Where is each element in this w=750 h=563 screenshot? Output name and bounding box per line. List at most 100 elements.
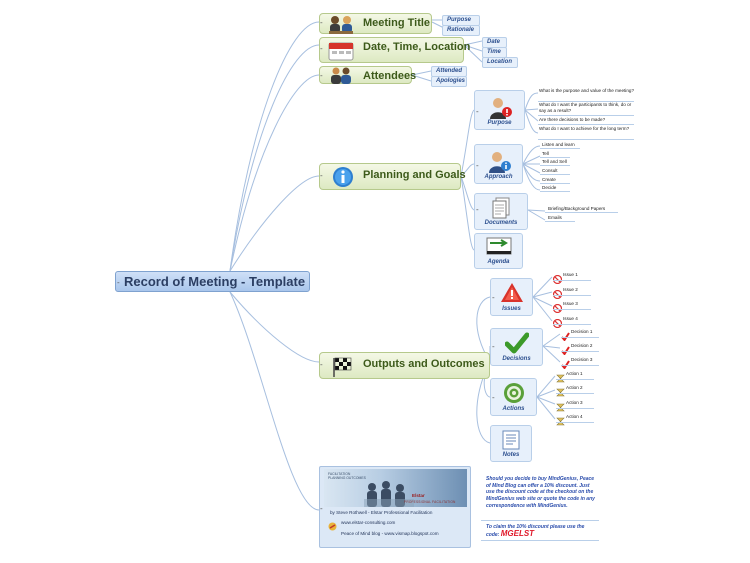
collapse-icon[interactable]: - bbox=[117, 278, 120, 287]
branch-label: Planning and Goals bbox=[363, 169, 466, 181]
issue-item[interactable]: Issue 1 bbox=[563, 272, 578, 277]
attendees-icon bbox=[326, 67, 356, 89]
branch-label: Attendees bbox=[363, 70, 417, 82]
leaf-underline bbox=[556, 407, 594, 409]
leaf-underline bbox=[540, 191, 570, 192]
leaf-underline bbox=[540, 183, 570, 184]
subtopic-approach[interactable]: Approach bbox=[474, 144, 523, 184]
issue-icon bbox=[552, 271, 563, 289]
collapse-icon[interactable]: - bbox=[320, 360, 323, 369]
branch-attendees[interactable]: Attendees bbox=[319, 66, 416, 84]
collapse-icon[interactable]: - bbox=[492, 293, 495, 302]
subtopic-issues[interactable]: Issues bbox=[490, 278, 533, 316]
people-photo bbox=[364, 481, 414, 507]
decision-icon bbox=[561, 328, 570, 346]
website-link[interactable]: www.elstar-consulting.com bbox=[341, 520, 396, 525]
blog-link[interactable]: Peace of Mind blog - www.vismap.blogspot… bbox=[341, 531, 439, 536]
discount-claim: To claim the 10% discount please use the… bbox=[486, 524, 596, 538]
issue-item[interactable]: Issue 3 bbox=[563, 301, 578, 306]
documents-icon bbox=[492, 197, 510, 219]
collapse-icon[interactable]: - bbox=[476, 205, 479, 214]
collapse-icon[interactable]: - bbox=[492, 342, 495, 351]
issue-item[interactable]: Issue 4 bbox=[563, 315, 578, 321]
leaf-underline bbox=[538, 115, 634, 116]
info-icon bbox=[326, 166, 356, 188]
tag-location[interactable]: Location bbox=[482, 57, 518, 68]
leaf-underline bbox=[556, 379, 594, 380]
collapse-icon[interactable]: - bbox=[320, 44, 323, 53]
leaf-underline bbox=[481, 540, 599, 541]
purpose-item[interactable]: What do I want to achieve for the long t… bbox=[539, 126, 630, 131]
branch-date-time-location[interactable]: Date, Time, Location bbox=[319, 37, 470, 63]
decision-item[interactable]: Decision 1 bbox=[571, 329, 593, 334]
person-alert-icon bbox=[489, 98, 512, 119]
leaf-underline bbox=[540, 165, 570, 166]
leaf-underline bbox=[538, 101, 634, 102]
subtopic-documents[interactable]: Documents bbox=[474, 193, 528, 230]
tag-apologies[interactable]: Apologies bbox=[431, 76, 467, 87]
issue-icon bbox=[552, 286, 563, 304]
collapse-icon[interactable]: - bbox=[320, 71, 323, 80]
branch-planning-goals[interactable]: Planning and Goals bbox=[319, 163, 466, 190]
collapse-icon[interactable]: - bbox=[320, 504, 323, 513]
decision-item[interactable]: Decision 2 bbox=[571, 343, 593, 348]
leaf-underline bbox=[540, 157, 570, 158]
action-item[interactable]: Action 2 bbox=[566, 385, 583, 391]
approach-item[interactable]: Decide bbox=[542, 185, 557, 190]
subtopic-label: Decisions bbox=[502, 356, 531, 362]
leaf-underline bbox=[545, 221, 575, 222]
checkmark-icon bbox=[504, 332, 529, 354]
branch-outputs-outcomes[interactable]: Outputs and Outcomes bbox=[319, 352, 490, 379]
notes-icon bbox=[502, 430, 520, 450]
approach-item[interactable]: Consult bbox=[542, 168, 558, 173]
leaf-underline bbox=[561, 365, 599, 366]
collapse-icon[interactable]: - bbox=[476, 161, 479, 170]
elstar-logo: Elstar bbox=[412, 493, 425, 498]
warning-icon bbox=[500, 283, 523, 302]
approach-item[interactable]: Listen and learn bbox=[542, 142, 575, 147]
banner-tagline: PROFESSIONAL FACILITATION bbox=[404, 500, 456, 504]
tag-rationale[interactable]: Rationale bbox=[442, 25, 480, 36]
purpose-item[interactable]: What is the purpose and value of the mee… bbox=[539, 88, 634, 93]
purpose-item[interactable]: Are there decisions to be made? bbox=[539, 117, 606, 122]
decision-icon bbox=[561, 342, 570, 360]
action-item[interactable]: Action 3 bbox=[566, 399, 583, 405]
leaf-underline bbox=[553, 294, 591, 296]
approach-item[interactable]: Tell bbox=[542, 151, 549, 156]
action-item[interactable]: Action 4 bbox=[566, 413, 583, 419]
approach-item[interactable]: Create bbox=[542, 177, 556, 182]
subtopic-label: Purpose bbox=[487, 120, 512, 126]
subtopic-decisions[interactable]: Decisions bbox=[490, 328, 543, 366]
purpose-item[interactable]: What do I want the participants to think… bbox=[539, 102, 632, 113]
collapse-icon[interactable]: - bbox=[320, 18, 323, 27]
target-icon bbox=[503, 383, 524, 403]
leaf-underline bbox=[556, 393, 594, 395]
subtopic-label: Approach bbox=[484, 174, 513, 180]
collapse-icon[interactable]: - bbox=[492, 393, 495, 402]
discount-code: MGELST bbox=[500, 528, 535, 538]
calendar-icon bbox=[326, 41, 356, 63]
central-topic[interactable]: Record of Meeting - Template bbox=[115, 271, 310, 292]
collapse-icon[interactable]: - bbox=[476, 107, 479, 116]
subtopic-label: Notes bbox=[502, 452, 520, 458]
action-icon bbox=[556, 384, 565, 402]
checkered-flag-icon bbox=[326, 355, 356, 377]
approach-item[interactable]: Tell and Sell bbox=[542, 159, 567, 164]
decision-item[interactable]: Decision 3 bbox=[571, 357, 593, 362]
link-icon bbox=[328, 518, 337, 536]
documents-item[interactable]: Emails bbox=[548, 215, 562, 220]
leaf-underline bbox=[481, 520, 599, 521]
leaf-underline bbox=[561, 337, 599, 338]
byline: by Steve Rothwell - Elstar Professional … bbox=[330, 510, 433, 515]
action-item[interactable]: Action 1 bbox=[566, 371, 583, 376]
branch-label: Meeting Title bbox=[363, 17, 431, 29]
leaf-underline bbox=[553, 280, 591, 281]
subtopic-purpose[interactable]: Purpose bbox=[474, 90, 525, 130]
subtopic-agenda[interactable]: Agenda bbox=[474, 233, 523, 269]
branch-meeting-title[interactable]: Meeting Title bbox=[319, 13, 432, 34]
collapse-icon[interactable]: - bbox=[320, 171, 323, 180]
issue-item[interactable]: Issue 2 bbox=[563, 286, 578, 292]
documents-item[interactable]: Briefing/Background Papers bbox=[548, 206, 606, 211]
subtopic-actions[interactable]: Actions bbox=[490, 378, 537, 416]
subtopic-notes[interactable]: Notes bbox=[490, 425, 532, 462]
